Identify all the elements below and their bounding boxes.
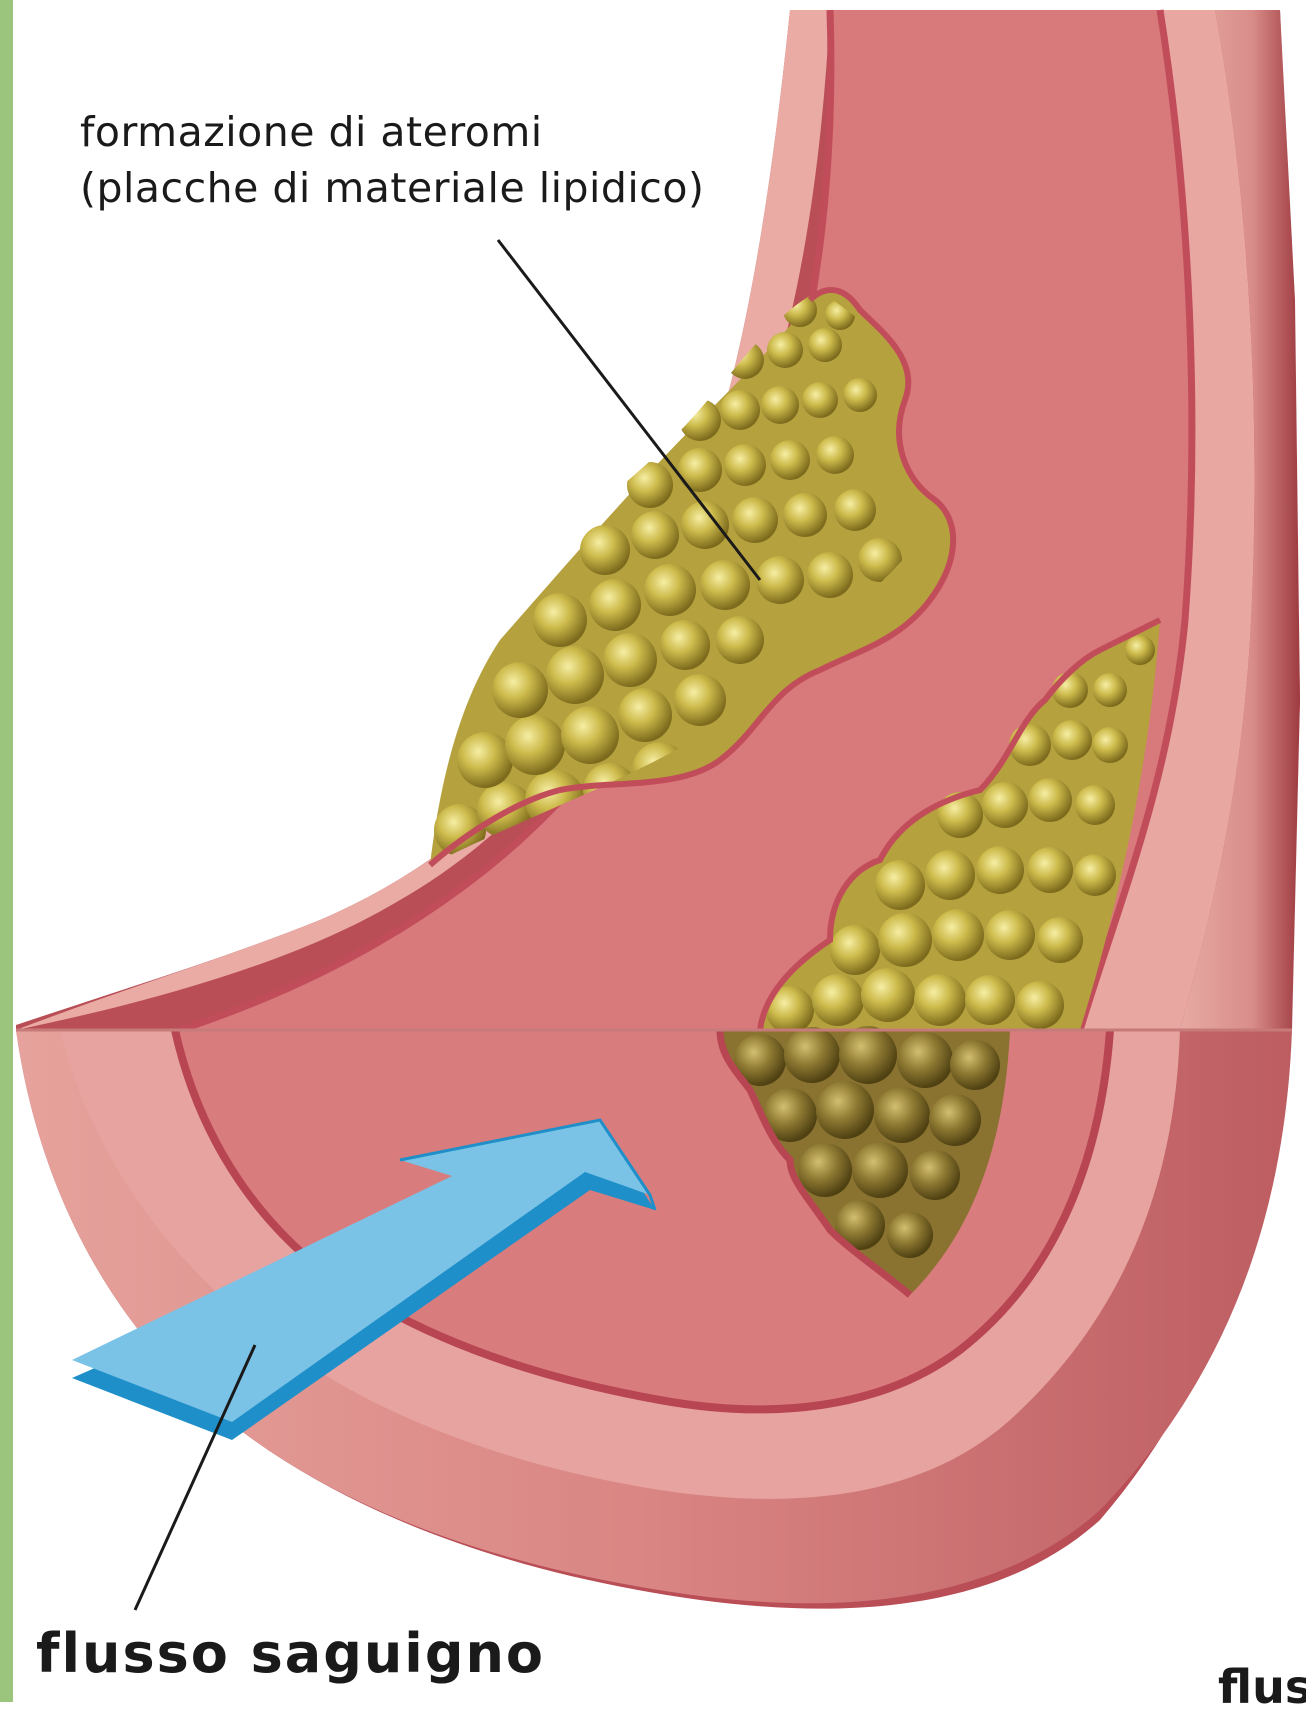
atheroma-label-line1: formazione di ateromi: [80, 104, 704, 160]
blood-flow-label: flusso saguigno: [36, 1622, 545, 1685]
blood-flow-label-cut: flus: [1218, 1660, 1306, 1714]
atheroma-label-line2: (placche di materiale lipidico): [80, 160, 704, 216]
atheroma-label: formazione di ateromi (placche di materi…: [80, 104, 704, 216]
